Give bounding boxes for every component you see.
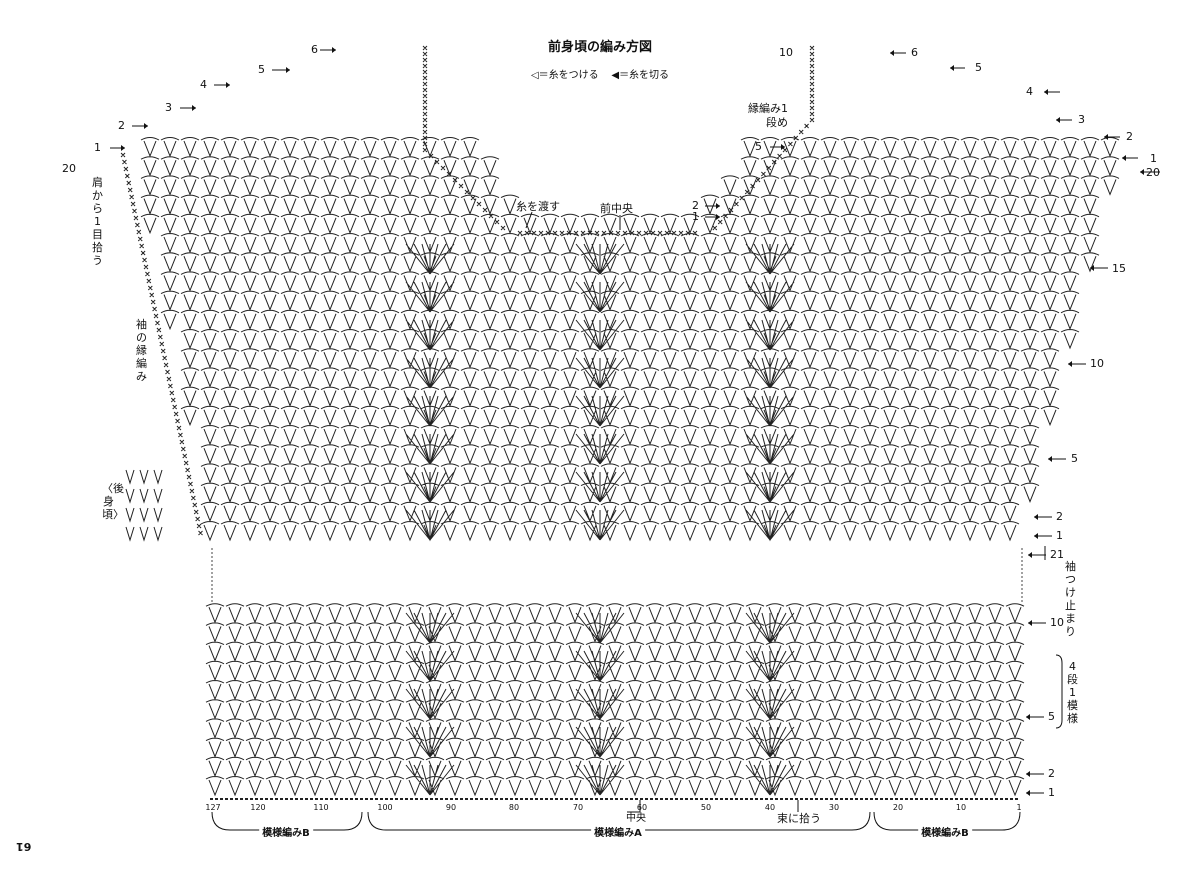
arrow-head [1140,169,1144,175]
arrow-head [1090,265,1094,271]
lower-row-5: 5 [1048,710,1055,723]
back-body-mini-chart [125,469,163,542]
arrow-head [1034,533,1038,539]
bundle-pickup-label: 束に拾う [777,812,821,825]
cut-thread-text: ＝糸を切る [619,70,670,81]
left-row-4: 4 [200,78,207,91]
arrow-head [286,67,290,73]
band-pattern-b-left: 模様編みB [259,824,313,839]
stitch-tick: 1 [1016,803,1022,812]
stitch-tick: 127 [205,803,221,812]
arrow-head [121,145,125,151]
stitch-tick: 110 [313,803,329,812]
right-row-20: 20 [1146,166,1160,179]
leader-lines [525,211,1046,813]
page-number: 61 [16,840,32,853]
stitch-tick: 120 [250,803,266,812]
band-pattern-b-right: 模様編みB [918,824,972,839]
arrow-head [716,214,720,220]
back-body-label: 〈後身頃〉 [102,482,124,521]
left-row-3: 3 [165,101,172,114]
thread-pass-label: 糸を渡す [516,200,560,213]
arrow-head [226,82,230,88]
yoke-row-5: 5 [1071,452,1078,465]
right-shoulder-row-2: 2 [1126,130,1133,143]
arrow-head [1026,714,1030,720]
arrow-head [192,105,196,111]
stitch-tick: 20 [892,803,904,812]
right-shoulder-row-6: 6 [911,46,918,59]
left-row-1: 1 [94,141,101,154]
arrow-head [1034,514,1038,520]
lower-row-2: 2 [1048,767,1055,780]
front-center-label: 前中央 [600,202,633,215]
arrow-head [716,203,720,209]
yoke-row-10: 10 [1090,357,1104,370]
edge-trim-stitches [120,45,815,536]
right-shoulder-row-3: 3 [1078,113,1085,126]
yoke-row-21: 21 [1050,548,1064,561]
stitch-tick: 70 [572,803,584,812]
edge-first-row-label: 縁編み1段め [748,102,788,129]
arrow-head [1026,771,1030,777]
left-row-5: 5 [258,63,265,76]
left-row-20: 20 [62,162,76,175]
stitch-tick: 60 [636,803,648,812]
arrow-head [1122,155,1126,161]
arrow-head [1048,456,1052,462]
arrow-head [950,65,954,71]
arrow-head [332,47,336,53]
page-title: 前身頃の編み方図 [547,40,652,55]
stitch-symbols [140,137,1120,797]
stitch-tick: 40 [764,803,776,812]
yoke-row-2: 2 [1056,510,1063,523]
section-connector [211,548,1023,603]
lower-row-10: 10 [1050,616,1064,629]
right-edge-row-5: 5 [755,140,762,153]
arrow-head [1026,790,1030,796]
arrow-head [1028,552,1032,558]
right-edge-row-1: 1 [692,210,699,223]
sleeve-edge-label: 袖の縁編み [136,318,147,383]
stitch-tick: 10 [955,803,967,812]
attach-thread-icon: ◁ [530,70,539,81]
arrow-head [1068,361,1072,367]
arrow-head [890,50,894,56]
stitch-tick: 30 [828,803,840,812]
sleeve-stop-label: 袖つけ止まり [1065,560,1076,638]
arrow-head [1044,89,1048,95]
row-arrows [110,47,1160,796]
yoke-row-15: 15 [1112,262,1126,275]
attach-thread-text: ＝糸をつける [538,70,599,81]
arrow-head [1056,117,1060,123]
stitch-tick: 80 [508,803,520,812]
stitch-grid [140,137,1120,797]
symbol-legend: ◁＝糸をつける ◀＝糸を切る [0,66,1200,81]
right-shoulder-row-1: 1 [1150,152,1157,165]
stitch-tick: 50 [700,803,712,812]
stitch-tick: 90 [445,803,457,812]
band-pattern-a: 模様編みA [591,824,645,839]
center-label: 中央 [626,813,646,824]
four-row-pattern-label: 4段1模様 [1067,660,1078,725]
right-row-10-top: 10 [779,46,793,59]
right-shoulder-row-4: 4 [1026,85,1033,98]
left-row-6: 6 [311,43,318,56]
shoulder-pickup-label: 肩から1目拾う [92,176,103,267]
right-shoulder-row-5: 5 [975,61,982,74]
yoke-row-1: 1 [1056,529,1063,542]
left-row-2: 2 [118,119,125,132]
cut-thread-icon: ◀ [611,70,620,81]
arrow-head [781,144,785,150]
stitch-tick: 100 [377,803,393,812]
arrow-head [1104,134,1108,140]
arrow-head [1028,620,1032,626]
right-edge-row-2: 2 [692,199,699,212]
arrow-head [144,123,148,129]
lower-row-1: 1 [1048,786,1055,799]
